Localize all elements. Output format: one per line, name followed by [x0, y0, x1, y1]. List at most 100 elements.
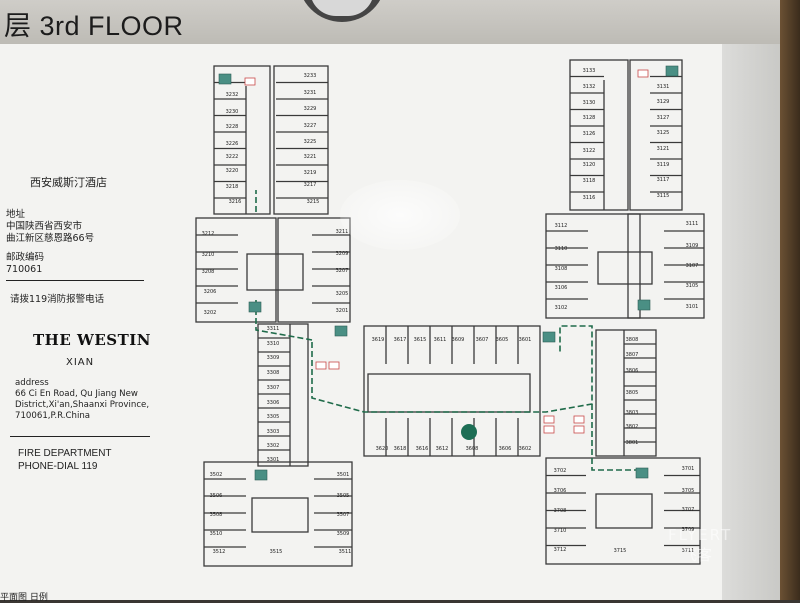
address-label-zh: 地址 [6, 209, 26, 220]
room-number: 3311 [267, 326, 280, 332]
room-number: 3307 [267, 385, 280, 391]
room-number: 3119 [657, 162, 670, 168]
room-number: 3808 [626, 337, 639, 343]
room-number: 3605 [496, 337, 509, 343]
room-number: 3701 [682, 466, 695, 472]
plan-walls [195, 59, 705, 567]
room-number: 3611 [434, 337, 447, 343]
wall-outline [545, 213, 641, 319]
address-en-line2: District,Xi'an,Shaanxi Province, [15, 400, 150, 410]
room-number: 3617 [394, 337, 407, 343]
room-number: 3109 [686, 243, 699, 249]
room-number: 3210 [202, 252, 215, 258]
courtyard [597, 251, 653, 285]
wood-frame [780, 0, 800, 600]
room-number: 3301 [267, 457, 280, 463]
address-zh: 地址 中国陕西省西安市 曲江新区慈恩路66号 [6, 209, 94, 245]
room-number: 3619 [372, 337, 385, 343]
postal-code: 710061 [6, 264, 43, 275]
wall-outline [277, 217, 351, 323]
address-en-line3: 710061,P.R.China [15, 411, 91, 421]
exit-sign-icon [543, 425, 555, 434]
room-number: 3217 [304, 182, 317, 188]
room-number: 3207 [336, 268, 349, 274]
room-number: 3612 [436, 446, 449, 452]
courtyard [251, 497, 309, 533]
wall-outline [203, 461, 353, 567]
divider [6, 280, 144, 281]
stair-icon [635, 467, 649, 479]
room-number: 3802 [626, 424, 639, 430]
room-number: 3227 [304, 123, 317, 129]
room-number: 3105 [686, 283, 699, 289]
room-number: 3508 [210, 512, 223, 518]
exit-sign-icon [315, 361, 327, 370]
room-number: 3715 [614, 548, 627, 554]
room-number: 3126 [583, 131, 596, 137]
room-number: 3229 [304, 106, 317, 112]
room-number: 3108 [555, 266, 568, 272]
legend-fragment: 平面图 日例 [0, 593, 48, 603]
courtyard [246, 253, 304, 291]
room-number: 3110 [555, 246, 568, 252]
room-number: 3201 [336, 308, 349, 314]
room-number: 3308 [267, 370, 280, 376]
room-number: 3515 [270, 549, 283, 555]
light-glare [340, 180, 460, 250]
room-number: 3709 [682, 527, 695, 533]
room-number: 3310 [267, 341, 280, 347]
room-number: 3705 [682, 488, 695, 494]
room-number: 3501 [337, 472, 350, 478]
room-number: 3505 [337, 493, 350, 499]
room-number: 3130 [583, 100, 596, 106]
watermark: FLYERT 飞客 [668, 526, 732, 565]
escape-path [311, 325, 593, 413]
hotel-name-zh: 西安威斯汀酒店 [30, 176, 107, 189]
room-number: 3803 [626, 410, 639, 416]
room-number: 3607 [476, 337, 489, 343]
exit-sign-icon [573, 425, 585, 434]
wall-outline [569, 59, 629, 211]
room-number: 3702 [554, 468, 567, 474]
evacuation-board [0, 44, 780, 600]
courtyard [595, 493, 653, 529]
exit-sign-icon [573, 415, 585, 424]
stair-icon [542, 331, 556, 343]
room-number: 3620 [376, 446, 389, 452]
room-number: 3801 [626, 440, 639, 446]
room-number: 3133 [583, 68, 596, 74]
address-en: address 66 Ci En Road, Qu Jiang New Dist… [15, 378, 149, 422]
room-number: 3807 [626, 352, 639, 358]
room-number: 3506 [210, 493, 223, 499]
room-number: 3218 [226, 184, 239, 190]
divider [10, 436, 150, 437]
room-number: 3127 [657, 115, 670, 121]
wall-outline [627, 213, 705, 319]
room-number: 3303 [267, 429, 280, 435]
room-number: 3206 [204, 289, 217, 295]
wall-outline [595, 329, 657, 457]
room-number: 3220 [226, 168, 239, 174]
room-number: 3305 [267, 414, 280, 420]
room-number: 3116 [583, 195, 596, 201]
room-number: 3507 [337, 512, 350, 518]
address-line1-zh: 中国陕西省西安市 [6, 221, 83, 232]
floor-title: 层 3rd FLOOR [4, 11, 184, 41]
room-number: 3102 [555, 305, 568, 311]
room-number: 3101 [686, 304, 699, 310]
room-number: 3502 [210, 472, 223, 478]
room-number: 3608 [466, 446, 479, 452]
room-number: 3209 [336, 251, 349, 257]
watermark-top: FLYERT [668, 526, 733, 544]
wall-outline [273, 65, 329, 215]
room-number: 3806 [626, 368, 639, 374]
room-number: 3309 [267, 355, 280, 361]
room-number: 3205 [336, 291, 349, 297]
room-number: 3219 [304, 170, 317, 176]
fire-line1: FIRE DEPARTMENT [18, 448, 112, 459]
room-number: 3511 [339, 549, 352, 555]
room-number: 3215 [307, 199, 320, 205]
wall-outline [213, 65, 271, 215]
stair-icon [254, 469, 268, 481]
